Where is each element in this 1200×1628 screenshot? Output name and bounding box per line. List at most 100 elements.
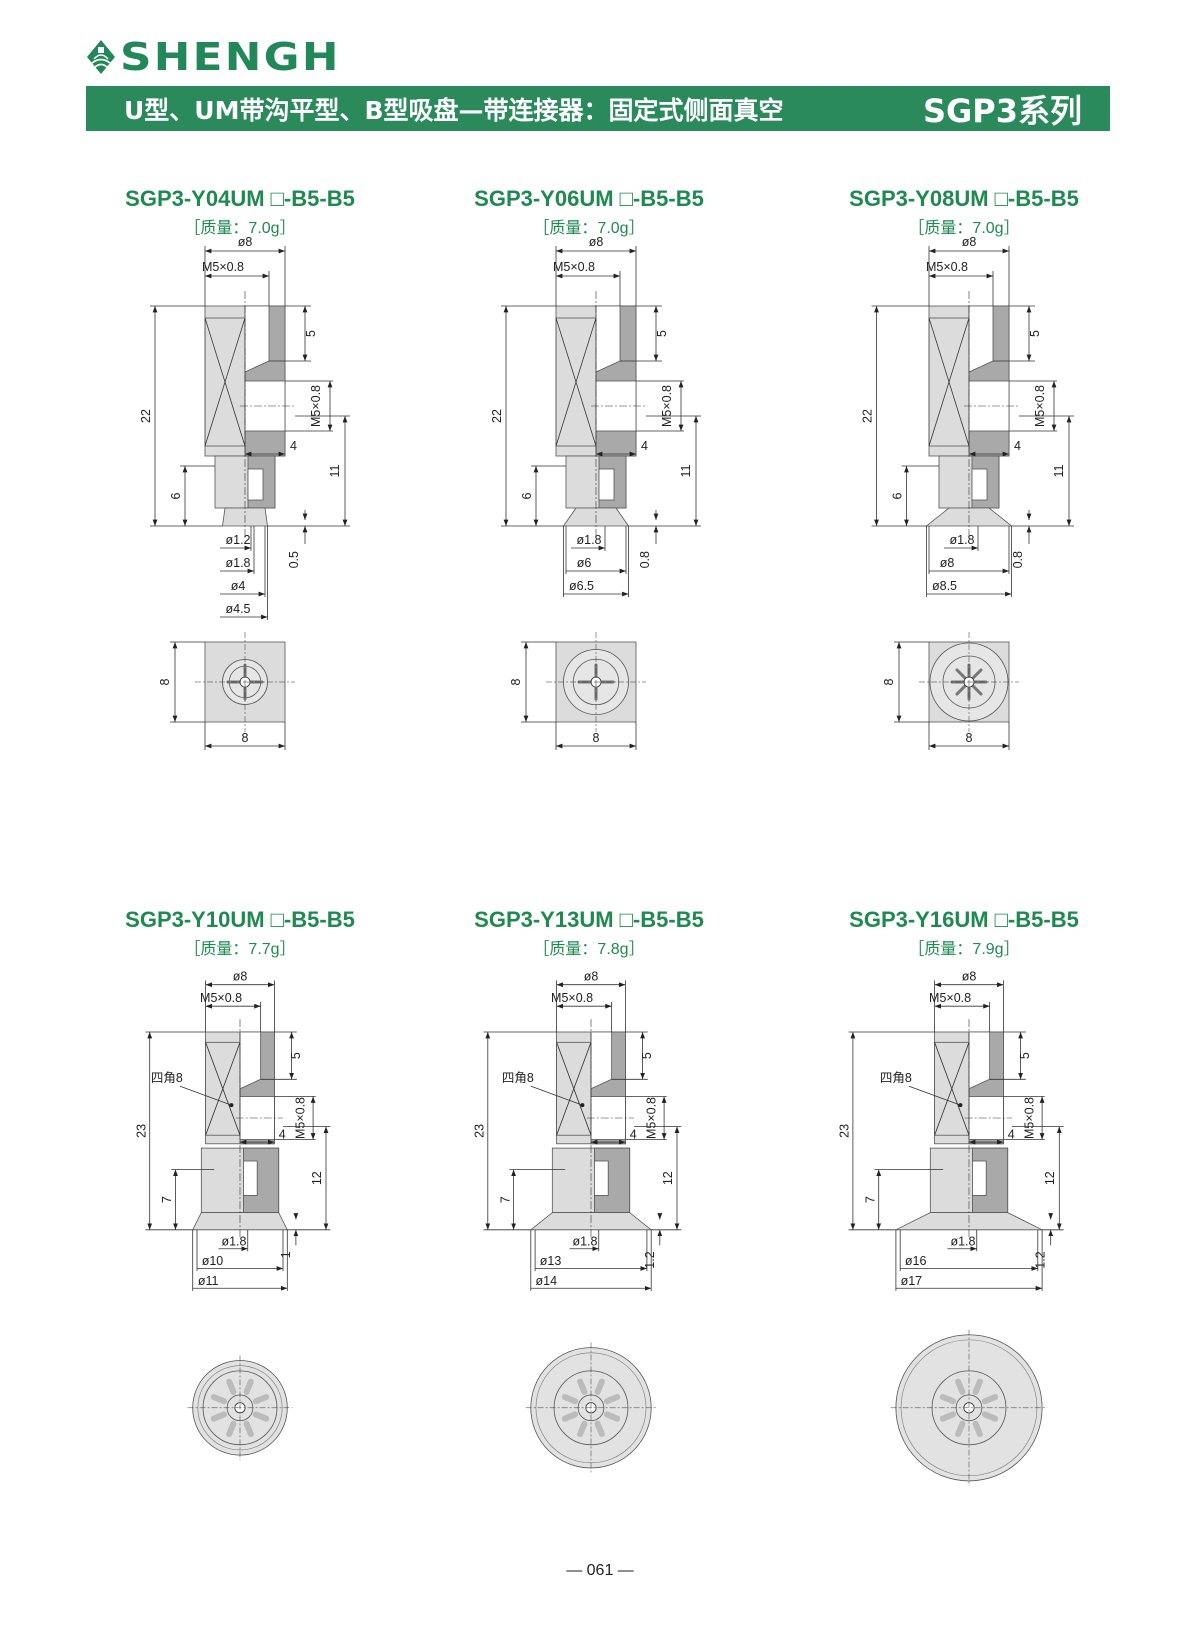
- corner-label: 四角8: [880, 1071, 912, 1085]
- threaded-hole: [968, 1031, 991, 1090]
- corner-label: 四角8: [151, 1071, 183, 1085]
- corner-leader: [908, 1085, 961, 1106]
- flat-cross: [205, 1042, 241, 1136]
- title-banner: U型、UM带沟平型、B型吸盘—带连接器：固定式侧面真空 SGP3系列: [86, 86, 1110, 131]
- body-dia-dim-label: ø8: [238, 235, 253, 249]
- bottom-dia-label: ø14: [536, 1274, 558, 1288]
- bottom-dia-label: ø1.8: [225, 556, 250, 570]
- lip-dim-label: 1: [279, 1251, 293, 1258]
- port-width-label: 4: [1008, 1128, 1015, 1142]
- plan-slot: [594, 1378, 605, 1395]
- cup-groove: [594, 1160, 609, 1196]
- bottom-dia-label: ø6.5: [569, 579, 594, 593]
- height-dim-label: 22: [490, 409, 504, 423]
- part-model: SGP3-Y04UM □-B5-B5: [125, 186, 355, 211]
- hole-depth-dim-label: 5: [1028, 330, 1042, 337]
- port-width-label: 4: [630, 1128, 637, 1142]
- plan-slot: [594, 1420, 605, 1438]
- plan-slot: [955, 1420, 966, 1438]
- cup-groove: [243, 1160, 258, 1196]
- part-weight: ［质量：7.0g］: [908, 220, 1020, 237]
- plan-groove: [970, 683, 983, 696]
- part-model: SGP3-Y16UM □-B5-B5: [849, 907, 1079, 932]
- port-height-dim-label: 12: [1043, 1171, 1057, 1185]
- plan-width-label: 8: [966, 731, 973, 745]
- height-dim-label: 22: [861, 409, 875, 423]
- plan-slot: [603, 1411, 621, 1422]
- cup-groove: [598, 468, 615, 501]
- port-width-label: 4: [1014, 439, 1021, 453]
- plan-slot: [252, 1411, 270, 1422]
- threaded-hole: [239, 1031, 262, 1090]
- plan-slot: [226, 1378, 237, 1395]
- cup-groove: [971, 468, 988, 501]
- series-label: SGP3系列: [922, 91, 1082, 130]
- plan-slot: [561, 1393, 579, 1405]
- cup-groove: [972, 1160, 987, 1196]
- body-dia-dim-label: ø8: [962, 235, 977, 249]
- port-height-dim-label: 11: [328, 464, 342, 477]
- plan-slot: [577, 1378, 588, 1395]
- corner-leader: [530, 1085, 583, 1106]
- port-thread-dim-label: M5×0.8: [645, 1097, 659, 1139]
- plan-slot: [210, 1393, 228, 1405]
- port-width-label: 4: [641, 439, 648, 453]
- hole-depth-dim-label: 5: [655, 330, 669, 337]
- port-thread-dim-label: M5×0.8: [660, 385, 674, 427]
- neck-dim-label: 7: [863, 1196, 877, 1203]
- body-dia-dim-label: ø8: [962, 969, 977, 983]
- corner-leader: [179, 1085, 232, 1106]
- bottom-dia-label: ø6: [577, 556, 592, 570]
- plan-slot: [577, 1420, 588, 1438]
- plan-lip-circle: [197, 1365, 283, 1451]
- port-thread-dim-label: M5×0.8: [294, 1097, 308, 1139]
- part-model: SGP3-Y08UM □-B5-B5: [849, 186, 1079, 211]
- top-thread-dim-label: M5×0.8: [929, 991, 971, 1005]
- top-thread-dim-label: M5×0.8: [200, 991, 242, 1005]
- port-width-label: 4: [279, 1128, 286, 1142]
- plan-slot: [603, 1393, 621, 1405]
- logo-diamond-icon: [87, 40, 115, 74]
- port-height-dim-label: 12: [661, 1171, 675, 1185]
- corner-leader-dot: [580, 1103, 585, 1108]
- bottom-dia-label: ø8: [940, 556, 955, 570]
- bottom-dia-label: ø1.8: [576, 533, 601, 547]
- plan-height-dim-label: 8: [509, 678, 523, 685]
- hole-depth-dim-label: 5: [304, 330, 318, 337]
- height-dim-label: 23: [134, 1124, 148, 1138]
- bottom-dia-label: ø4.5: [225, 602, 250, 616]
- flat-cross: [934, 1042, 970, 1136]
- port-thread-dim-label: M5×0.8: [1023, 1097, 1037, 1139]
- port-width-label: 4: [290, 439, 297, 453]
- plan-height-dim-label: 8: [882, 678, 896, 685]
- port-height-dim-label: 11: [679, 464, 693, 477]
- wrench-flat: [556, 1041, 592, 1136]
- bottom-dia-label: ø16: [905, 1254, 927, 1268]
- plan-slot: [972, 1378, 983, 1395]
- bottom-dia-label: ø1.8: [572, 1234, 597, 1248]
- lip-dim-label: 0.8: [1011, 551, 1025, 568]
- part-model: SGP3-Y13UM □-B5-B5: [474, 907, 704, 932]
- corner-leader-dot: [229, 1103, 234, 1108]
- plan-slot: [955, 1378, 966, 1395]
- threaded-hole: [595, 305, 621, 373]
- plan-width-label: 8: [242, 731, 249, 745]
- top-thread-dim-label: M5×0.8: [202, 260, 244, 274]
- brand-logo: SHENGH: [86, 35, 338, 79]
- body-dia-dim-label: ø8: [589, 235, 604, 249]
- body-dia-dim-label: ø8: [584, 969, 599, 983]
- flat-cross: [556, 1042, 592, 1136]
- plan-groove: [955, 683, 968, 696]
- neck-dim-label: 7: [160, 1196, 174, 1203]
- plan-slot: [243, 1378, 254, 1395]
- part-model: SGP3-Y10UM □-B5-B5: [125, 907, 355, 932]
- hole-depth-dim-label: 5: [289, 1052, 303, 1059]
- part-model: SGP3-Y06UM □-B5-B5: [474, 186, 704, 211]
- part-weight: ［质量：7.8g］: [533, 941, 645, 958]
- bottom-dia-label: ø8.5: [932, 579, 957, 593]
- plan-slot: [226, 1420, 237, 1438]
- part-weight: ［质量：7.0g］: [533, 220, 645, 237]
